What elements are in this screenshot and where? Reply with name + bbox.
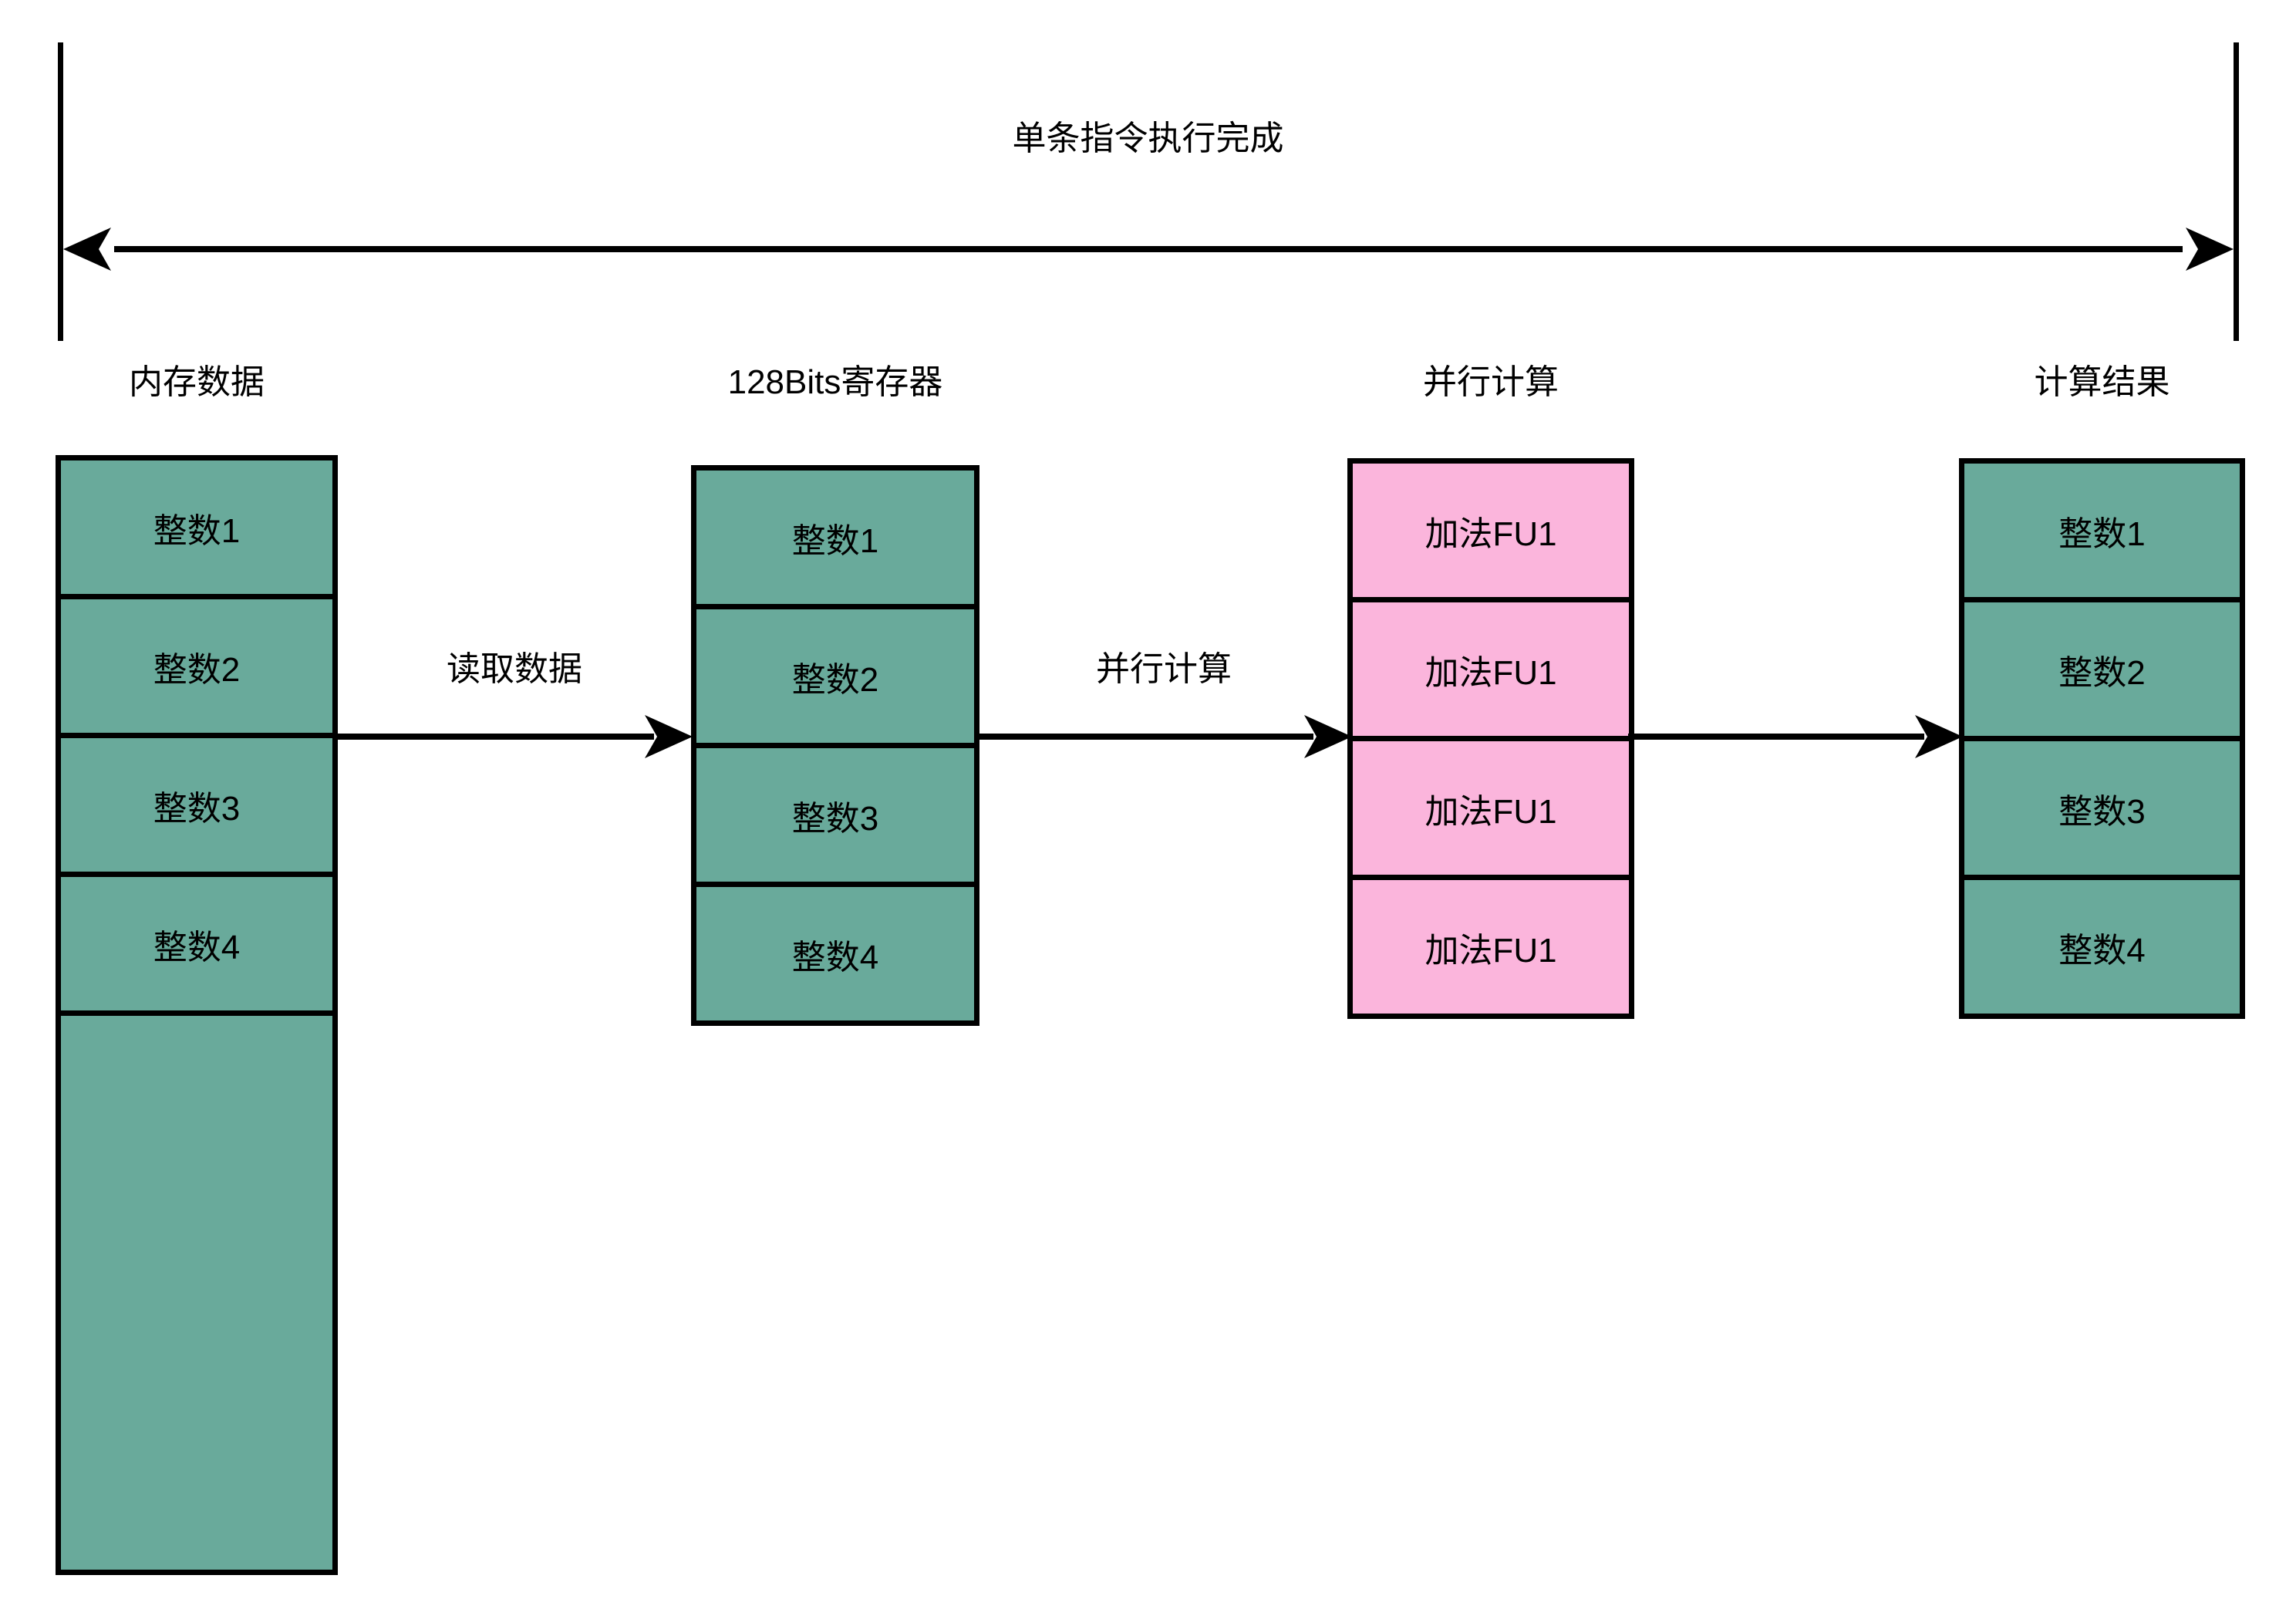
span-label: 单条指令执行完成 [1012,120,1284,157]
result-cell-int1: 整数1 [1959,458,2245,602]
parallel-compute-arrow-label: 并行计算 [1096,650,1232,688]
column-header-128bits-register: 128Bits寄存器 [727,363,943,401]
result-cell-int2: 整数2 [1959,597,2245,741]
parallel-compute-arrow-icon [974,715,1352,758]
memory-cell-int3: 整数3 [56,733,338,877]
adder-fu-cell-4: 加法FU1 [1347,875,1634,1019]
read-data-arrow-label: 读取数据 [447,650,582,688]
result-cell-int3: 整数3 [1959,736,2245,880]
register-column: 整数1 整数2 整数3 整数4 [691,465,979,1026]
adder-fu-cell-2: 加法FU1 [1347,597,1634,741]
parallel-compute-column: 加法FU1 加法FU1 加法FU1 加法FU1 [1347,458,1634,1019]
span-left-bar [58,42,63,341]
memory-cell-int4: 整数4 [56,872,338,1016]
memory-cell-empty [56,1010,338,1575]
adder-fu-cell-3: 加法FU1 [1347,736,1634,880]
register-cell-int1: 整数1 [691,465,979,609]
span-right-bar [2234,42,2239,341]
double-arrow-icon [63,228,2234,271]
result-arrow-icon [1628,715,1963,758]
memory-data-column: 整数1 整数2 整数3 整数4 [56,455,338,1575]
result-cell-int4: 整数4 [1959,875,2245,1019]
register-cell-int3: 整数3 [691,743,979,887]
column-header-memory-data: 内存数据 [129,363,265,401]
register-cell-int2: 整数2 [691,604,979,748]
column-header-parallel-compute: 并行计算 [1423,363,1559,401]
column-header-compute-result: 计算结果 [2034,363,2170,401]
adder-fu-cell-1: 加法FU1 [1347,458,1634,602]
memory-cell-int1: 整数1 [56,455,338,599]
result-column: 整数1 整数2 整数3 整数4 [1959,458,2245,1019]
read-data-arrow-icon [335,715,693,758]
register-cell-int4: 整数4 [691,882,979,1026]
memory-cell-int2: 整数2 [56,594,338,738]
